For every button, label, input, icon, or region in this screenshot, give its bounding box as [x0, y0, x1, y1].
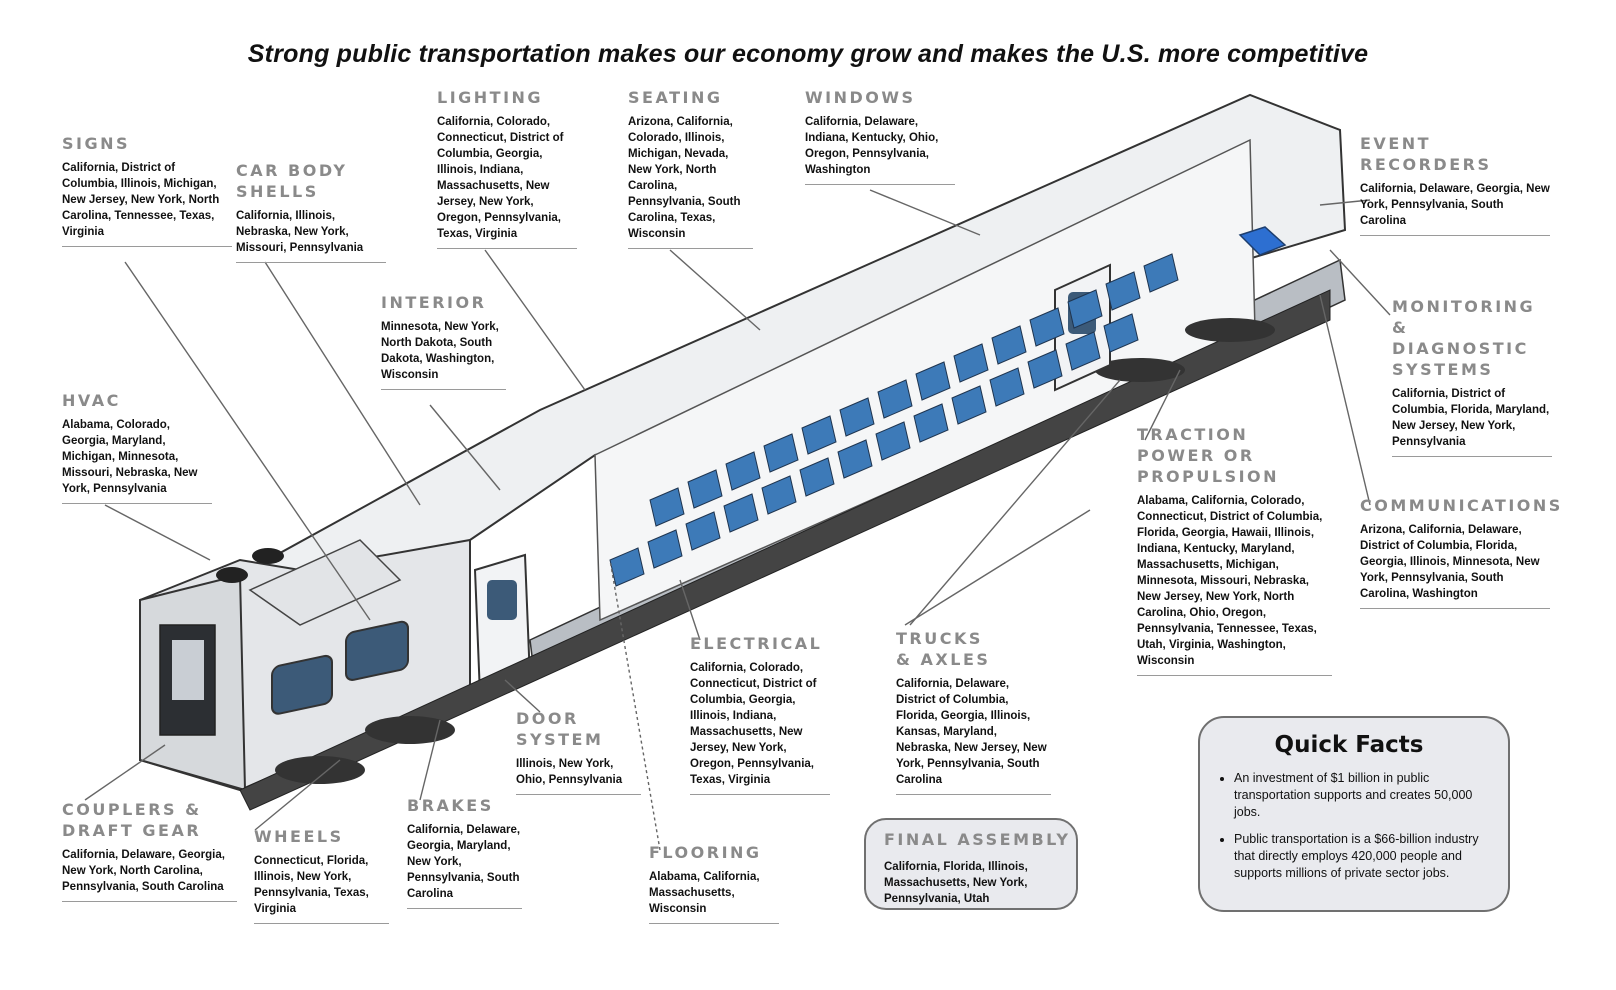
label-car-body-shells: CAR BODY SHELLS California, Illinois, Ne… [236, 160, 386, 263]
label-states: California, Colorado, Connecticut, Distr… [437, 114, 577, 249]
seat [839, 397, 875, 437]
label-electrical: ELECTRICAL California, Colorado, Connect… [690, 633, 830, 795]
seat [725, 451, 761, 491]
final-assembly-heading: FINAL ASSEMBLY [884, 830, 1071, 849]
label-heading: DOOR SYSTEM [516, 709, 604, 749]
seat [801, 415, 837, 455]
label-heading: COUPLERS & DRAFT GEAR [62, 800, 202, 840]
label-monitoring-diagnostic-systems: MONITORING & DIAGNOSTIC SYSTEMS Californ… [1392, 296, 1552, 457]
label-heading: TRUCKS & AXLES [896, 629, 991, 669]
label-states: Illinois, New York, Ohio, Pennsylvania [516, 756, 641, 795]
label-states: California, Delaware, Georgia, Maryland,… [407, 822, 522, 909]
label-heading: MONITORING & DIAGNOSTIC SYSTEMS [1392, 297, 1536, 379]
label-event-recorders: EVENT RECORDERS California, Delaware, Ge… [1360, 133, 1550, 236]
final-assembly-box: FINAL ASSEMBLY California, Florida, Illi… [864, 818, 1078, 910]
quick-facts-list: An investment of $1 billion in public tr… [1208, 770, 1490, 882]
label-wheels: WHEELS Connecticut, Florida, Illinois, N… [254, 826, 389, 924]
label-door-system: DOOR SYSTEM Illinois, New York, Ohio, Pe… [516, 708, 641, 795]
seat [723, 493, 759, 533]
leader-lines [84, 189, 1391, 851]
seat [687, 469, 723, 509]
label-brakes: BRAKES California, Delaware, Georgia, Ma… [407, 795, 522, 909]
seat [799, 457, 835, 497]
label-heading: BRAKES [407, 796, 494, 815]
seat [1065, 331, 1101, 371]
label-traction-power: TRACTION POWER OR PROPULSION Alabama, Ca… [1137, 424, 1332, 676]
label-heading: HVAC [62, 391, 121, 410]
label-heading: WHEELS [254, 827, 344, 846]
seat [685, 511, 721, 551]
label-flooring: FLOORING Alabama, California, Massachuse… [649, 842, 779, 924]
label-trucks-axles: TRUCKS & AXLES California, Delaware, Dis… [896, 628, 1051, 795]
seat [647, 529, 683, 569]
label-states: California, Delaware, District of Columb… [896, 676, 1051, 795]
label-states: California, District of Columbia, Illino… [62, 160, 232, 247]
label-states: California, District of Columbia, Florid… [1392, 386, 1552, 457]
page-title: Strong public transportation makes our e… [247, 40, 1369, 68]
seat [609, 547, 645, 587]
seat [991, 325, 1027, 365]
label-states: Minnesota, New York, North Dakota, South… [381, 319, 506, 390]
quick-fact-item: An investment of $1 billion in public tr… [1234, 770, 1490, 821]
seat [913, 403, 949, 443]
seat [1105, 271, 1141, 311]
quick-facts-box: Quick Facts An investment of $1 billion … [1198, 716, 1510, 912]
seat [875, 421, 911, 461]
label-heading: CAR BODY SHELLS [236, 161, 348, 201]
label-interior: INTERIOR Minnesota, New York, North Dako… [381, 292, 506, 390]
label-couplers-draft-gear: COUPLERS & DRAFT GEAR California, Delawa… [62, 799, 237, 902]
label-seating: SEATING Arizona, California, Colorado, I… [628, 87, 753, 249]
label-states: Alabama, California, Massachusetts, Wisc… [649, 869, 779, 924]
label-heading: SEATING [628, 88, 723, 107]
seat [877, 379, 913, 419]
label-states: California, Delaware, Indiana, Kentucky,… [805, 114, 955, 185]
seat [1029, 307, 1065, 347]
seat-rows [609, 253, 1179, 587]
seat [837, 439, 873, 479]
label-communications: COMMUNICATIONS Arizona, California, Dela… [1360, 495, 1563, 609]
quick-fact-item: Public transportation is a $66-billion i… [1234, 831, 1490, 882]
seat [1143, 253, 1179, 293]
seat [1103, 313, 1139, 353]
label-states: California, Delaware, Georgia, New York,… [1360, 181, 1550, 236]
label-heading: INTERIOR [381, 293, 487, 312]
seat [989, 367, 1025, 407]
label-heading: COMMUNICATIONS [1360, 496, 1563, 515]
quick-facts-heading: Quick Facts [1274, 732, 1424, 758]
seat [953, 343, 989, 383]
label-signs: SIGNS California, District of Columbia, … [62, 133, 232, 247]
label-heading: LIGHTING [437, 88, 544, 107]
seat [1067, 289, 1103, 329]
label-states: Arizona, California, Delaware, District … [1360, 522, 1550, 609]
label-states: Alabama, Colorado, Georgia, Maryland, Mi… [62, 417, 212, 504]
label-heading: TRACTION POWER OR PROPULSION [1137, 425, 1280, 486]
label-states: Connecticut, Florida, Illinois, New York… [254, 853, 389, 924]
seat [951, 385, 987, 425]
seat [1027, 349, 1063, 389]
label-heading: FLOORING [649, 843, 762, 862]
label-heading: EVENT RECORDERS [1360, 134, 1492, 174]
label-hvac: HVAC Alabama, Colorado, Georgia, Marylan… [62, 390, 212, 504]
seat [763, 433, 799, 473]
label-heading: ELECTRICAL [690, 634, 823, 653]
final-assembly-states: California, Florida, Illinois, Massachus… [884, 861, 1028, 905]
label-heading: SIGNS [62, 134, 131, 153]
seat [761, 475, 797, 515]
label-states: Arizona, California, Colorado, Illinois,… [628, 114, 753, 249]
label-states: California, Illinois, Nebraska, New York… [236, 208, 386, 263]
seat-blue-far [1238, 226, 1287, 256]
seat [649, 487, 685, 527]
seat [915, 361, 951, 401]
label-states: Alabama, California, Colorado, Connectic… [1137, 493, 1332, 676]
label-states: California, Colorado, Connecticut, Distr… [690, 660, 830, 795]
label-heading: WINDOWS [805, 88, 916, 107]
railcar-body [139, 93, 1347, 811]
label-lighting: LIGHTING California, Colorado, Connectic… [437, 87, 577, 249]
label-states: California, Delaware, Georgia, New York,… [62, 847, 237, 902]
label-windows: WINDOWS California, Delaware, Indiana, K… [805, 87, 955, 185]
